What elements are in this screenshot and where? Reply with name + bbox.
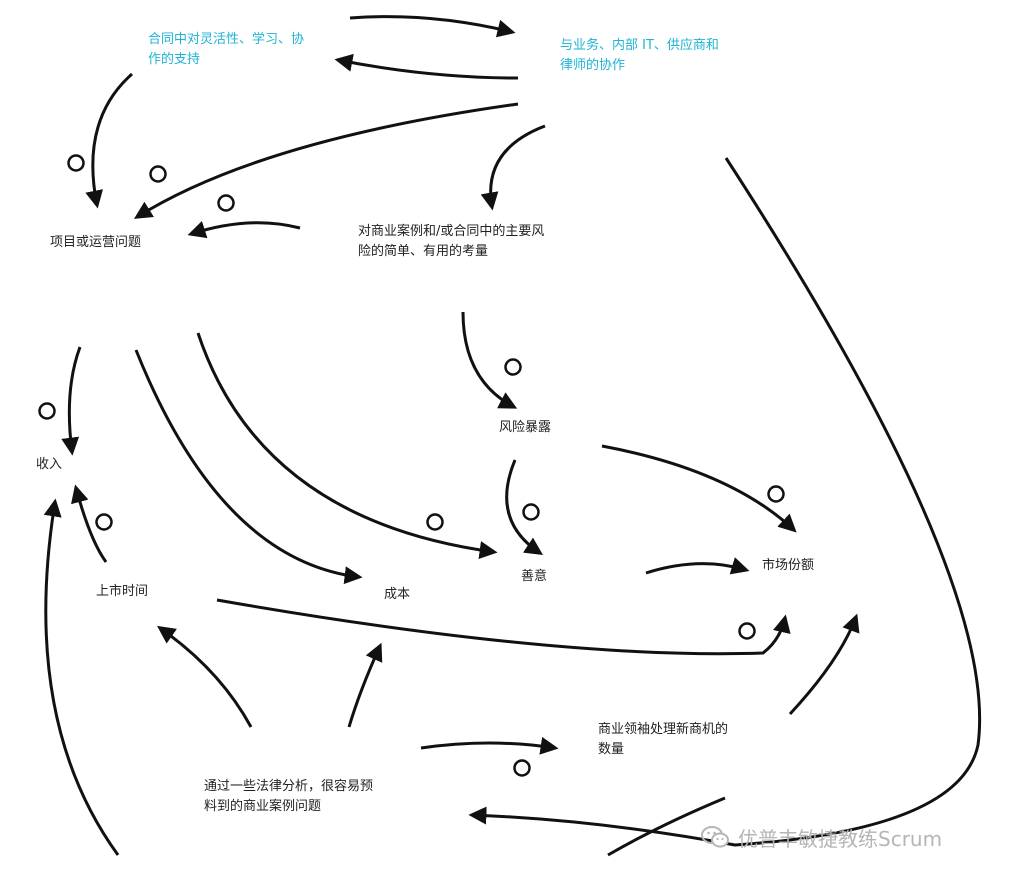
arrow-legal-analysis-to-leaders-count — [420, 736, 559, 755]
node-market-share: 市场份额 — [762, 558, 815, 573]
arrow-collaboration-to-risk-consideration — [480, 124, 546, 211]
polarity-marker — [95, 513, 113, 531]
node-time-to-market: 上市时间 — [96, 584, 149, 599]
polarity-marker — [67, 154, 85, 172]
wechat-icon — [701, 826, 729, 848]
arrow-market-share-loop — [468, 157, 982, 847]
arrow-project-issues-to-cost — [134, 349, 363, 585]
node-revenue: 收入 — [36, 457, 63, 472]
arrow-risk-exposure-to-market-share — [601, 444, 797, 533]
node-contract-support: 合同中对灵活性、学习、协 作的支持 — [148, 32, 305, 67]
node-leaders-count: 商业领袖处理新商机的 数量 — [598, 722, 729, 757]
polarity-marker — [426, 513, 444, 531]
polarity-marker — [149, 165, 167, 183]
polarity-marker — [767, 485, 785, 503]
arrow-legal-analysis-to-cost — [347, 642, 383, 728]
polarity-marker — [522, 503, 540, 521]
arrow-project-issues-to-goodwill — [196, 332, 498, 559]
polarity-marker — [738, 622, 756, 640]
node-cost: 成本 — [384, 587, 411, 602]
watermark: 优普丰敏捷教练Scrum — [700, 822, 1000, 852]
arrow-legal-analysis-to-time-to-market — [157, 625, 253, 728]
polarity-marker — [38, 402, 56, 420]
line-leaders-count-to-bottom — [607, 796, 726, 857]
arrow-risk-exposure-to-goodwill — [505, 459, 544, 555]
arrow-support-to-collaboration — [349, 15, 516, 38]
node-project-issues: 项目或运营问题 — [50, 235, 142, 250]
arrow-collaboration-to-project-issues — [133, 102, 519, 219]
node-goodwill: 善意 — [521, 569, 548, 584]
node-risk-consideration: 对商业案例和/或合同中的主要风 险的简单、有用的考量 — [358, 224, 545, 259]
watermark-text: 优普丰敏捷教练Scrum — [738, 826, 943, 851]
arrow-support-to-project-issues — [85, 72, 133, 209]
arrow-project-issues-to-revenue — [61, 346, 82, 456]
node-collaboration: 与业务、内部 IT、供应商和 律师的协作 — [560, 38, 719, 73]
polarity-marker — [217, 194, 235, 212]
node-risk-exposure: 风险暴露 — [499, 420, 552, 435]
arrow-collaboration-to-support — [334, 53, 519, 80]
arrow-time-to-market-to-revenue — [71, 484, 108, 563]
arrow-time-to-market-to-market-share — [216, 598, 791, 656]
polarity-marker — [504, 358, 522, 376]
polarity-marker — [513, 759, 531, 777]
arrow-leaders-count-to-market-share — [788, 613, 860, 716]
node-legal-analysis: 通过一些法律分析，很容易预 料到的商业案例问题 — [204, 779, 374, 814]
arrow-risk-consideration-to-risk-exposure — [461, 311, 518, 409]
arrow-goodwill-to-market-share — [645, 557, 750, 575]
arrow-risk-consideration-to-project-issues — [187, 221, 301, 239]
arrow-revenue-loop-to-revenue — [43, 498, 120, 856]
